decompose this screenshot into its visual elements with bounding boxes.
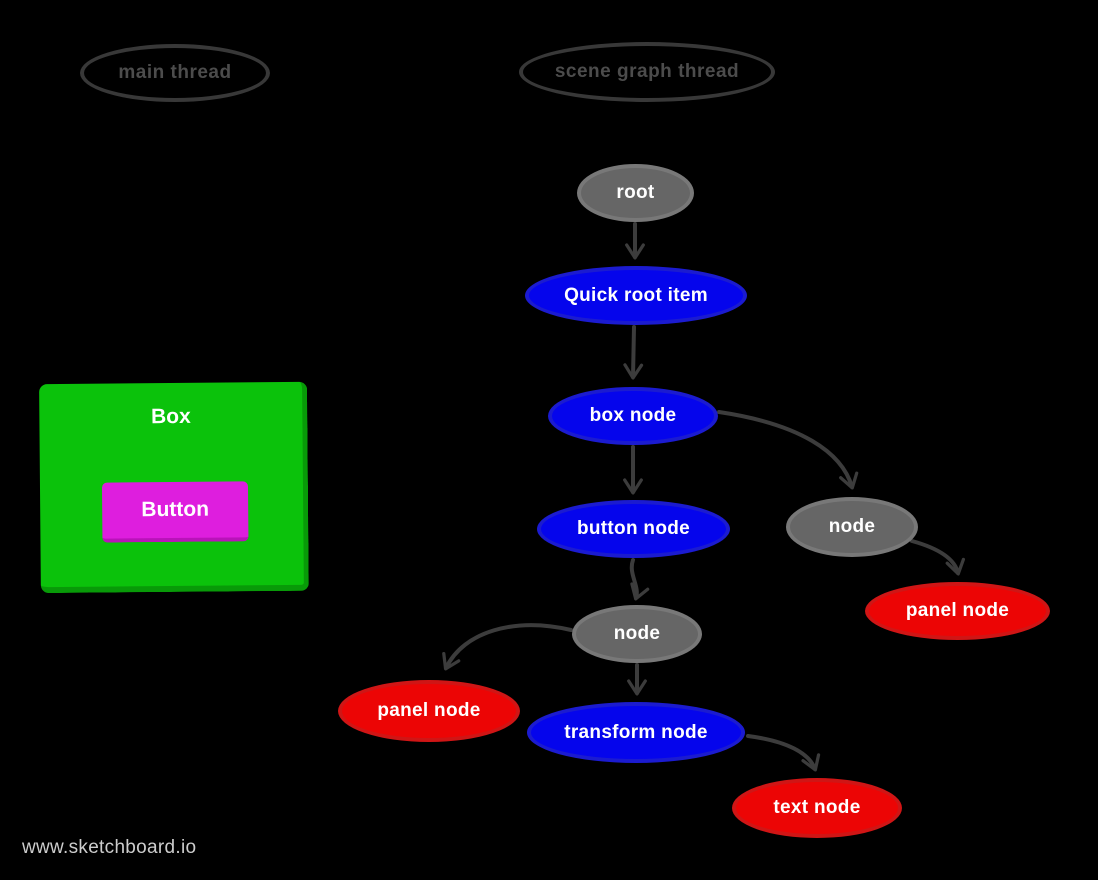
node-quick-root-item[interactable]: Quick root item	[525, 266, 747, 325]
ui-mock-box[interactable]: Box Button	[39, 381, 309, 594]
node-panel-node-left-label: panel node	[377, 700, 481, 721]
edge-transform-node-to-text-node[interactable]	[746, 734, 821, 772]
main-thread-ellipse[interactable]: main thread	[80, 44, 270, 102]
node-node-mid-label: node	[613, 623, 661, 644]
edge-box-node-to-node-right[interactable]	[717, 410, 859, 490]
node-box-node-label: box node	[589, 405, 677, 426]
node-root[interactable]: root	[577, 164, 694, 222]
node-box-node[interactable]: box node	[548, 387, 718, 445]
edge-quick-root-item-to-box-node[interactable]	[623, 325, 644, 380]
node-panel-node-left[interactable]: panel node	[338, 680, 520, 742]
node-quick-root-item-label: Quick root item	[564, 284, 708, 306]
node-panel-node-right-label: panel node	[905, 600, 1010, 621]
node-text-node[interactable]: text node	[732, 778, 902, 838]
node-node-mid[interactable]: node	[572, 605, 702, 663]
edge-button-node-to-node-mid[interactable]	[629, 558, 650, 601]
scene-graph-thread-label: scene graph thread	[554, 61, 740, 82]
ui-mock-button[interactable]: Button	[101, 481, 249, 543]
node-panel-node-right[interactable]: panel node	[865, 582, 1050, 640]
edge-node-mid-to-panel-node-left[interactable]	[442, 623, 573, 671]
node-root-label: root	[616, 182, 655, 203]
node-button-node[interactable]: button node	[537, 500, 730, 558]
main-thread-label: main thread	[118, 62, 232, 83]
scene-graph-thread-ellipse[interactable]: scene graph thread	[519, 42, 775, 102]
node-transform-node-label: transform node	[564, 721, 708, 743]
edge-node-right-to-panel-node-right[interactable]	[910, 539, 966, 576]
node-transform-node[interactable]: transform node	[527, 702, 745, 763]
node-text-node-label: text node	[773, 797, 861, 818]
ui-mock-button-label: Button	[141, 497, 210, 522]
sketchboard-watermark: www.sketchboard.io	[22, 837, 197, 858]
node-node-right[interactable]: node	[786, 497, 918, 557]
node-button-node-label: button node	[576, 518, 691, 539]
ui-mock-box-label: Box	[150, 404, 191, 429]
node-node-right-label: node	[828, 516, 876, 537]
